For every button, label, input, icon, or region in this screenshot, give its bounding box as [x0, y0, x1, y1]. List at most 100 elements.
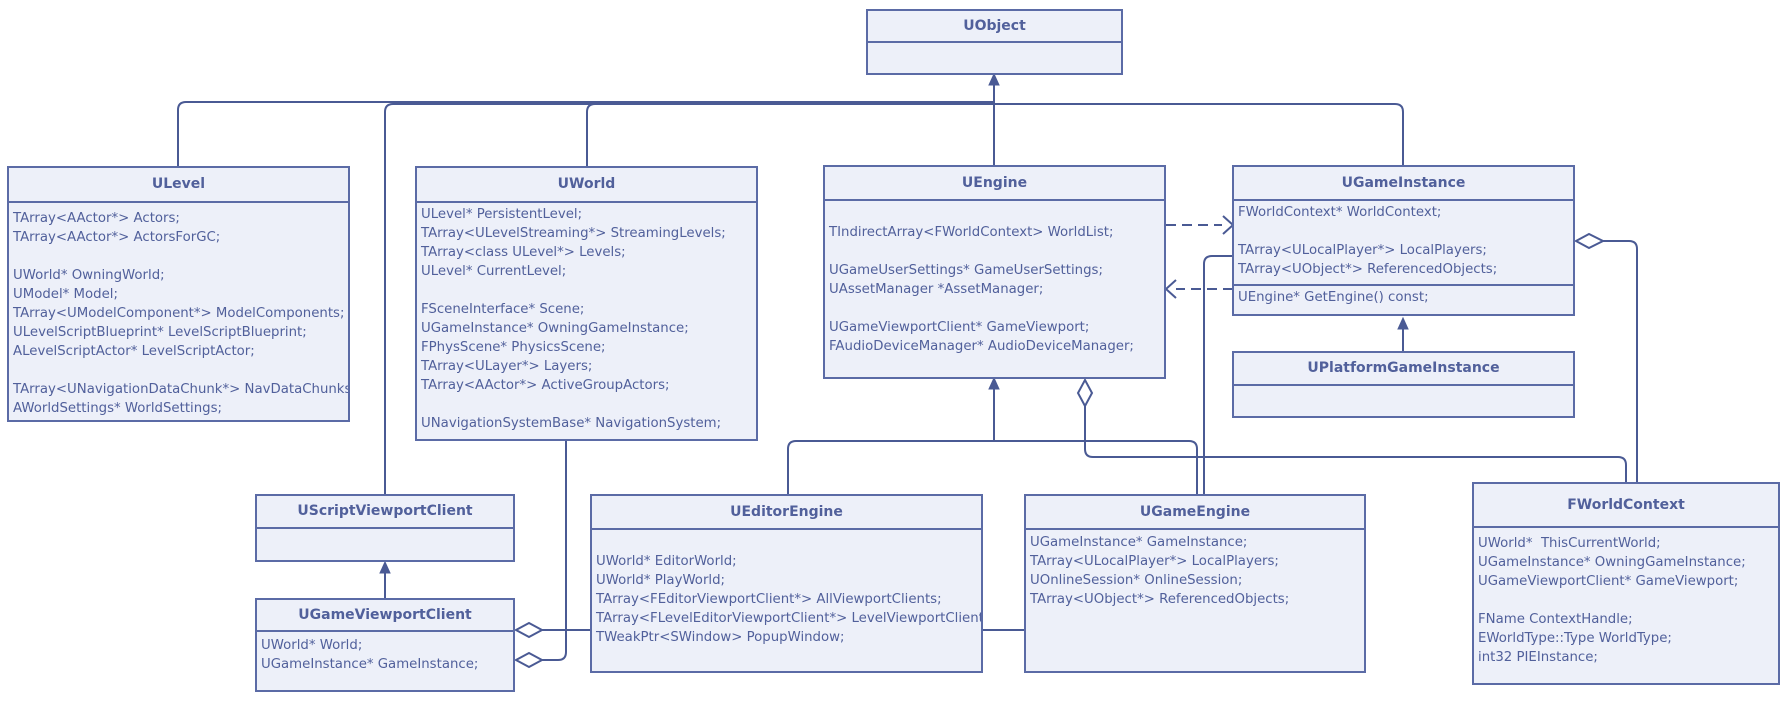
attribute: TArray<AActor*> ActiveGroupActors; [421, 378, 670, 393]
attribute: ULevelScriptBlueprint* LevelScriptBluepr… [13, 325, 307, 340]
attribute: UAssetManager *AssetManager; [829, 282, 1044, 297]
inheritance-uworld-to-uobject [586, 103, 994, 166]
attribute: UOnlineSession* OnlineSession; [1030, 573, 1243, 588]
attribute: FPhysScene* PhysicsScene; [421, 340, 606, 355]
class-name: ULevel [9, 168, 348, 203]
attribute: TArray<UModelComponent*> ModelComponents… [13, 306, 345, 321]
attribute: UGameUserSettings* GameUserSettings; [829, 263, 1103, 278]
inheritance-ugameengine-to-uengine [994, 440, 1198, 494]
class-attributes: FWorldContext* WorldContext; TArray<ULoc… [1234, 201, 1573, 284]
attribute: TArray<FEditorViewportClient*> AllViewpo… [596, 592, 942, 607]
class-attributes: UWorld* ThisCurrentWorld; UGameInstance*… [1474, 528, 1778, 667]
attribute: TArray<ULevelStreaming*> StreamingLevels… [421, 226, 726, 241]
attribute [13, 361, 344, 380]
class-uworld[interactable]: UWorld ULevel* PersistentLevel; TArray<U… [415, 166, 758, 441]
attribute: TArray<UNavigationDataChunk*> NavDataChu… [13, 382, 350, 397]
class-ugameengine[interactable]: UGameEngine UGameInstance* GameInstance;… [1024, 494, 1366, 673]
aggregation-diamond-ugameviewportclient-world [513, 651, 545, 669]
attribute: UModel* Model; [13, 287, 118, 302]
attribute [596, 533, 977, 552]
class-uplatformgameinstance[interactable]: UPlatformGameInstance [1232, 351, 1575, 418]
class-ugameviewportclient[interactable]: UGameViewportClient UWorld* World; UGame… [255, 598, 515, 692]
attribute: TArray<AActor*> ActorsForGC; [13, 230, 221, 245]
class-uengine[interactable]: UEngine TIndirectArray<FWorldContext> Wo… [823, 165, 1166, 379]
attribute: ALevelScriptActor* LevelScriptActor; [13, 344, 255, 359]
class-attributes [257, 529, 513, 531]
class-ueditorengine[interactable]: UEditorEngine UWorld* EditorWorld; UWorl… [590, 494, 983, 673]
attribute: ULevel* CurrentLevel; [421, 264, 567, 279]
attribute: FName ContextHandle; [1478, 612, 1633, 627]
inheritance-uscriptviewportclient-to-uobject [384, 103, 994, 494]
aggregation-diamond-ugameinstance [1573, 232, 1606, 250]
class-ulevel[interactable]: ULevel TArray<AActor*> Actors; TArray<AA… [7, 166, 350, 422]
attribute: UGameInstance* GameInstance; [1030, 535, 1248, 550]
attribute: UGameInstance* OwningGameInstance; [421, 321, 689, 336]
attribute [13, 247, 344, 266]
class-attributes [1234, 386, 1573, 388]
inheritance-ugameinstance-to-uobject [994, 103, 1404, 165]
inheritance-ulevel-to-uobject [177, 78, 995, 166]
aggregation-diamond-ugameviewportclient-gameinstance [513, 621, 545, 639]
attribute [421, 281, 752, 300]
attribute: TArray<ULayer*> Layers; [421, 359, 593, 374]
attribute: UGameViewportClient* GameViewport; [829, 320, 1090, 335]
attribute [829, 242, 1160, 261]
class-attributes: TArray<AActor*> Actors; TArray<AActor*> … [9, 203, 348, 418]
attribute: UWorld* EditorWorld; [596, 554, 737, 569]
class-methods: UEngine* GetEngine() const; [1234, 284, 1573, 307]
class-name: UScriptViewportClient [257, 496, 513, 529]
attribute: TArray<FLevelEditorViewportClient*> Leve… [596, 611, 983, 626]
attribute: FSceneInterface* Scene; [421, 302, 585, 317]
attribute: TArray<UObject*> ReferencedObjects; [1030, 592, 1290, 607]
attribute: EWorldType::Type WorldType; [1478, 631, 1672, 646]
attribute: TArray<ULocalPlayer*> LocalPlayers; [1030, 554, 1279, 569]
class-name: UEditorEngine [592, 496, 981, 530]
attribute: TArray<UObject*> ReferencedObjects; [1238, 262, 1498, 277]
class-name: UGameInstance [1234, 167, 1573, 201]
attribute: UGameInstance* OwningGameInstance; [1478, 555, 1746, 570]
class-uscriptviewportclient[interactable]: UScriptViewportClient [255, 494, 515, 562]
class-name: UPlatformGameInstance [1234, 353, 1573, 386]
class-fworldcontext[interactable]: FWorldContext UWorld* ThisCurrentWorld; … [1472, 482, 1780, 685]
method: UEngine* GetEngine() const; [1238, 290, 1429, 305]
attribute: int32 PIEInstance; [1478, 650, 1598, 665]
attribute: TArray<class ULevel*> Levels; [421, 245, 626, 260]
class-name: UGameViewportClient [257, 600, 513, 632]
class-name: UObject [868, 11, 1121, 43]
attribute: FAudioDeviceManager* AudioDeviceManager; [829, 339, 1134, 354]
class-ugameinstance[interactable]: UGameInstance FWorldContext* WorldContex… [1232, 165, 1575, 316]
attribute [421, 395, 752, 414]
class-attributes: TIndirectArray<FWorldContext> WorldList;… [825, 201, 1164, 356]
class-uobject[interactable]: UObject [866, 9, 1123, 75]
attribute: UWorld* ThisCurrentWorld; [1478, 536, 1661, 551]
class-attributes: ULevel* PersistentLevel; TArray<ULevelSt… [417, 203, 756, 433]
attribute: UWorld* PlayWorld; [596, 573, 726, 588]
aggregation-diamond-uengine [1076, 377, 1094, 409]
attribute: UWorld* World; [261, 638, 363, 653]
class-name: UGameEngine [1026, 496, 1364, 530]
class-name: FWorldContext [1474, 484, 1778, 528]
attribute [829, 299, 1160, 318]
attribute: AWorldSettings* WorldSettings; [13, 401, 223, 416]
attribute: FWorldContext* WorldContext; [1238, 205, 1442, 220]
class-attributes: UWorld* World; UGameInstance* GameInstan… [257, 632, 513, 674]
arrowhead-uobject [988, 72, 1000, 86]
aggregation-ugameinstance-fworldcontext [1603, 240, 1638, 484]
aggregation-ugameviewportclient-uworld [542, 439, 567, 661]
attribute: TWeakPtr<SWindow> PopupWindow; [596, 630, 845, 645]
class-attributes: UGameInstance* GameInstance; TArray<ULoc… [1026, 530, 1364, 609]
dependency-arrowhead-left [1164, 279, 1177, 299]
arrowhead-uengine [988, 376, 1000, 390]
arrowhead-ugameinstance [1397, 316, 1409, 330]
class-attributes [868, 43, 1121, 45]
attribute: UNavigationSystemBase* NavigationSystem; [421, 416, 722, 431]
class-name: UEngine [825, 167, 1164, 201]
attribute: UWorld* OwningWorld; [13, 268, 165, 283]
attribute: TArray<ULocalPlayer*> LocalPlayers; [1238, 243, 1487, 258]
attribute: TIndirectArray<FWorldContext> WorldList; [829, 225, 1114, 240]
attribute: UGameInstance* GameInstance; [261, 657, 479, 672]
arrowhead-uscriptviewportclient [379, 560, 391, 574]
attribute: TArray<AActor*> Actors; [13, 211, 180, 226]
inheritance-ueditorengine-to-uengine [787, 383, 995, 494]
class-name: UWorld [417, 168, 756, 203]
